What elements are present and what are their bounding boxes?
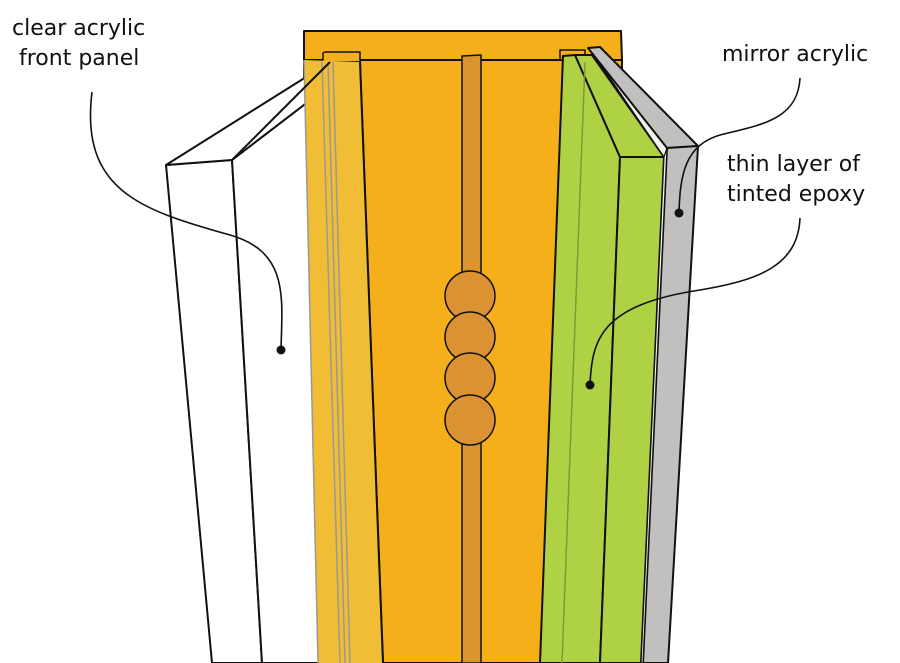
label-epoxy: thin layer of tinted epoxy	[727, 150, 865, 210]
clear-front-panel	[165, 59, 384, 663]
green-epoxy-panel	[539, 49, 669, 663]
beads	[444, 270, 496, 446]
label-line: front panel	[19, 46, 140, 71]
label-line: clear acrylic	[12, 16, 146, 41]
label-line: tinted epoxy	[727, 182, 866, 207]
label-mirror: mirror acrylic	[722, 40, 868, 70]
bead	[444, 394, 496, 446]
leader-epoxy	[589, 217, 801, 386]
green-front-face	[599, 156, 665, 663]
leader-dot-front-panel	[276, 345, 286, 355]
leader-front-panel	[89, 91, 283, 351]
label-front-panel: clear acrylic front panel	[12, 14, 145, 74]
label-line: thin layer of	[727, 152, 861, 177]
mirror-edge	[640, 147, 668, 663]
front-slot	[322, 51, 361, 63]
panel-over-frame	[304, 60, 383, 663]
leader-dot-epoxy	[585, 380, 595, 390]
leader-mirror	[678, 77, 801, 214]
label-line: mirror acrylic	[722, 42, 869, 67]
mirror-acrylic-panel	[587, 46, 699, 663]
leader-dot-mirror	[674, 208, 684, 218]
